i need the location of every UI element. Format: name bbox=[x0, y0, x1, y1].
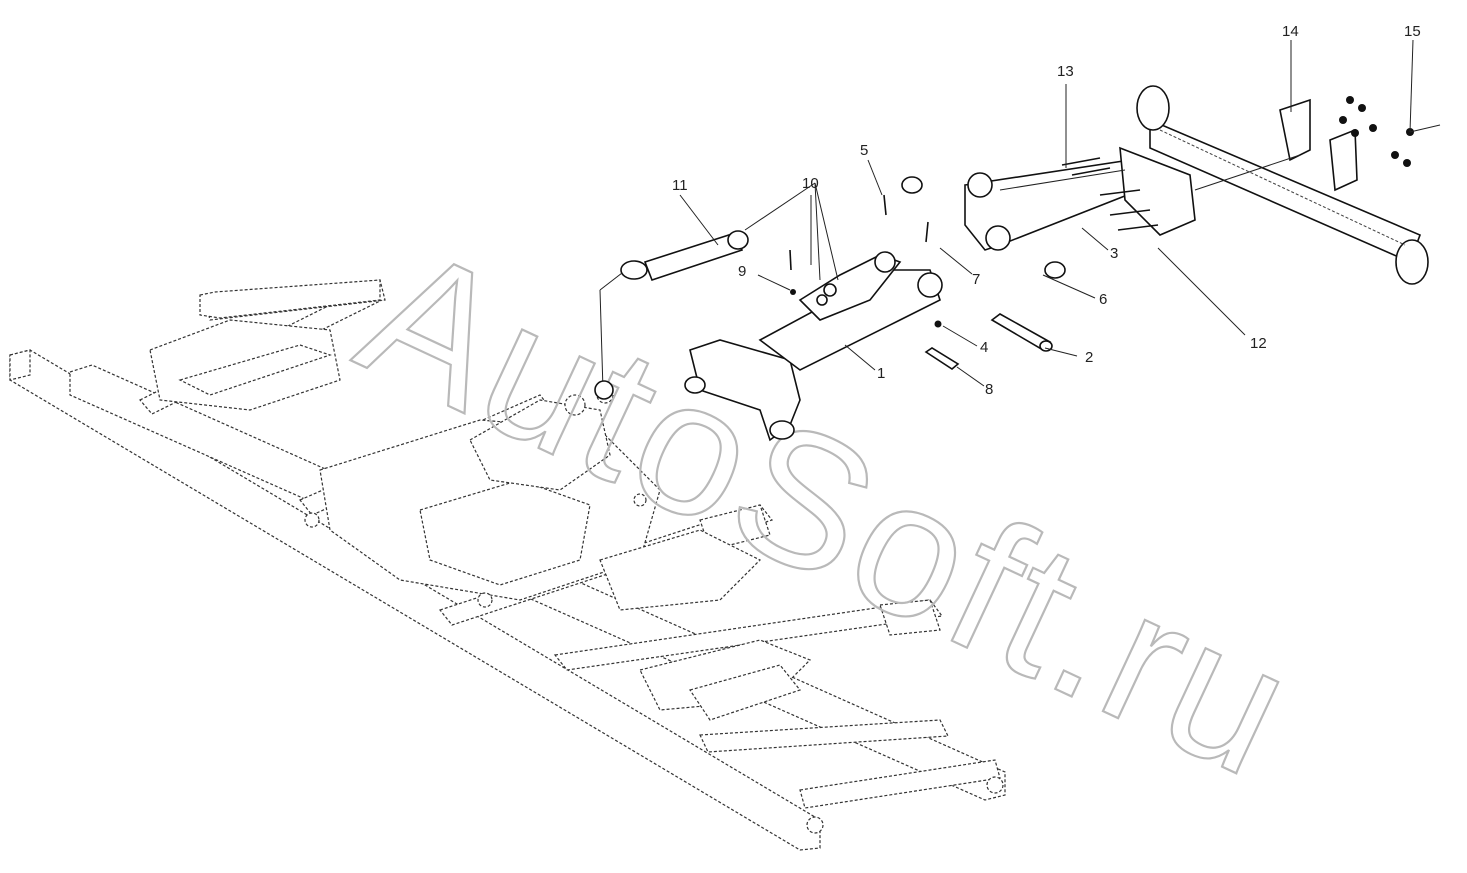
callout-15: 15 bbox=[1404, 23, 1421, 40]
callout-13: 13 bbox=[1057, 63, 1074, 80]
callout-4: 4 bbox=[980, 339, 988, 356]
chassis-frame bbox=[9, 279, 1006, 851]
callout-12: 12 bbox=[1250, 335, 1267, 352]
part-trailing-arm bbox=[684, 251, 943, 442]
callout-3: 3 bbox=[1110, 245, 1118, 262]
part-rear-axle bbox=[1136, 85, 1429, 285]
small-parts bbox=[789, 96, 1414, 370]
callout-14: 14 bbox=[1282, 23, 1299, 40]
callout-8: 8 bbox=[985, 381, 993, 398]
callout-9: 9 bbox=[738, 263, 746, 280]
callout-7: 7 bbox=[972, 271, 980, 288]
callout-2: 2 bbox=[1085, 349, 1093, 366]
callout-10: 10 bbox=[802, 175, 819, 192]
callout-6: 6 bbox=[1099, 291, 1107, 308]
part-axle-beam bbox=[964, 146, 1196, 251]
callout-11: 11 bbox=[672, 177, 688, 194]
leader-lines bbox=[679, 39, 1441, 387]
callouts: 1 2 3 4 5 6 7 8 9 10 11 12 13 14 15 bbox=[672, 23, 1421, 398]
callout-5: 5 bbox=[860, 142, 868, 159]
callout-1: 1 bbox=[877, 365, 885, 382]
